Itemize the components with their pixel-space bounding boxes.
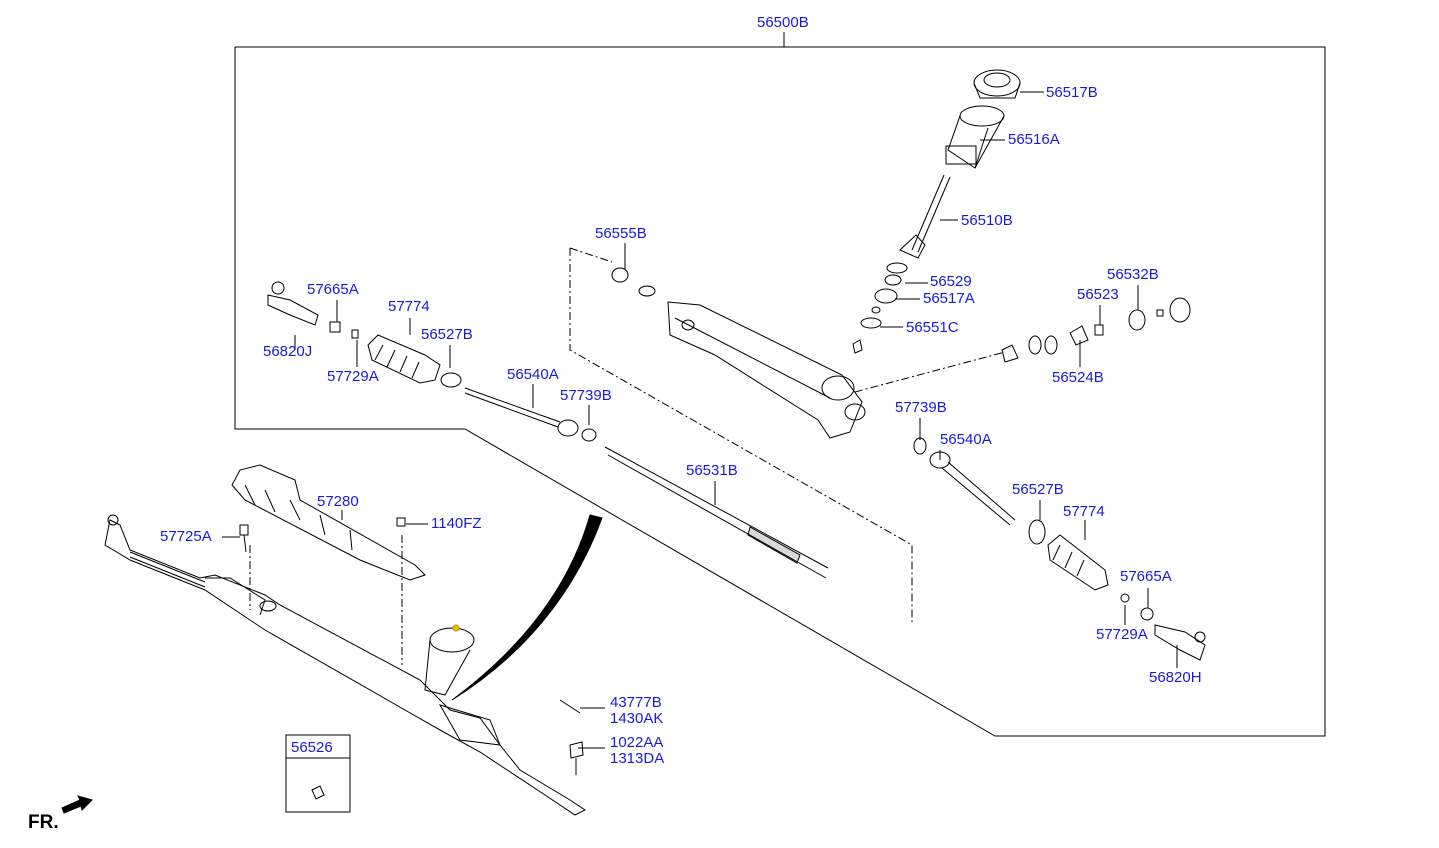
inner-tie-rod-left <box>464 387 597 442</box>
label-56524B[interactable]: 56524B <box>1052 369 1104 386</box>
bushing-56555B <box>611 267 656 297</box>
label-56517A[interactable]: 56517A <box>923 290 975 307</box>
label-56551C[interactable]: 56551C <box>906 319 959 336</box>
rack-housing <box>667 301 866 439</box>
front-direction-label: FR. <box>28 812 59 833</box>
tie-rod-end-right <box>1120 593 1206 661</box>
inner-tie-rod-right <box>913 437 1016 526</box>
part-box-56526 <box>285 734 351 813</box>
assembly-boundary <box>234 46 1326 737</box>
label-57739B-left[interactable]: 57739B <box>560 387 612 404</box>
assembled-rack-view <box>104 464 586 816</box>
front-arrow-icon <box>61 795 93 814</box>
label-56516A[interactable]: 56516A <box>1008 131 1060 148</box>
label-56532B[interactable]: 56532B <box>1107 266 1159 283</box>
label-1022AA[interactable]: 1022AA <box>610 734 664 751</box>
cap-56517B <box>973 69 1021 99</box>
label-57729A-right[interactable]: 57729A <box>1096 626 1148 643</box>
label-56820H[interactable]: 56820H <box>1149 669 1202 686</box>
label-43777B[interactable]: 43777B <box>610 694 662 711</box>
boot-left <box>367 334 462 388</box>
callout-arc <box>451 514 603 701</box>
yoke-parts <box>1001 297 1191 363</box>
label-56820J[interactable]: 56820J <box>263 343 313 360</box>
label-56523[interactable]: 56523 <box>1077 286 1119 303</box>
label-57665A-right[interactable]: 57665A <box>1120 568 1172 585</box>
tie-rod-end-left <box>267 281 359 339</box>
label-57774-left[interactable]: 57774 <box>388 298 430 315</box>
label-56555B[interactable]: 56555B <box>595 225 647 242</box>
boot-right <box>1028 519 1109 591</box>
housing-56516A <box>945 105 1005 169</box>
label-57774-right[interactable]: 57774 <box>1063 503 1105 520</box>
label-1430AK[interactable]: 1430AK <box>610 710 664 727</box>
label-56540A-left[interactable]: 56540A <box>507 366 559 383</box>
label-56540A-right[interactable]: 56540A <box>940 431 992 448</box>
label-56529[interactable]: 56529 <box>930 273 972 290</box>
label-1313DA[interactable]: 1313DA <box>610 750 665 767</box>
label-56527B-right[interactable]: 56527B <box>1012 481 1064 498</box>
label-56510B[interactable]: 56510B <box>961 212 1013 229</box>
label-56500B[interactable]: 56500B <box>757 14 809 31</box>
label-57729A-left[interactable]: 57729A <box>327 368 379 385</box>
label-57739B-right[interactable]: 57739B <box>895 399 947 416</box>
label-56517B[interactable]: 56517B <box>1046 84 1098 101</box>
label-56526[interactable]: 56526 <box>291 739 333 756</box>
pinion-56510B <box>899 174 951 259</box>
label-57725A[interactable]: 57725A <box>160 528 212 545</box>
label-56531B[interactable]: 56531B <box>686 462 738 479</box>
rack-bar <box>604 446 829 579</box>
label-56527B-left[interactable]: 56527B <box>421 326 473 343</box>
label-57665A-left[interactable]: 57665A <box>307 281 359 298</box>
label-57280[interactable]: 57280 <box>317 493 359 510</box>
label-1140FZ[interactable]: 1140FZ <box>431 515 482 532</box>
